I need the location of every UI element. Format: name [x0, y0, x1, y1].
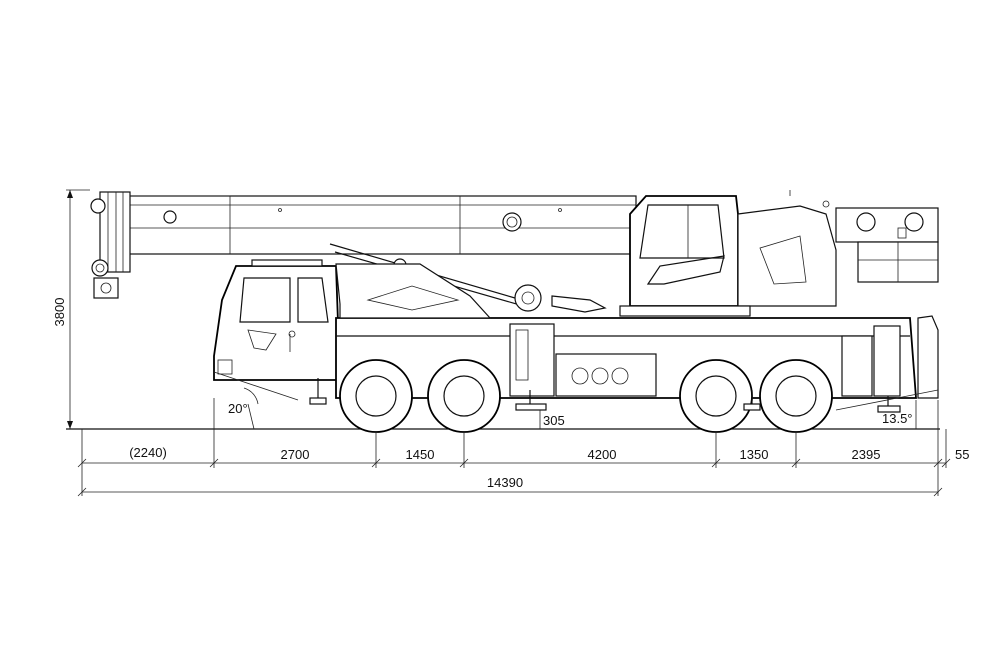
height-dimension: 3800: [52, 189, 90, 429]
departure-angle-label: 13.5°: [882, 411, 913, 426]
dimension-row-segments: (2240) 2700 1450 4200 1350 2395 55: [77, 445, 969, 468]
outrigger-front: [309, 378, 327, 405]
outrigger-mid: [515, 390, 547, 411]
height-label: 3800: [52, 298, 67, 327]
wheel-axle-2: [427, 359, 501, 433]
approach-angle-label: 20°: [228, 401, 248, 416]
segment-1-label: 2700: [281, 447, 310, 462]
outrigger-rear: [743, 390, 901, 413]
telescopic-boom: [115, 195, 637, 255]
approach-angle: 20°: [213, 371, 299, 430]
departure-angle: 13.5°: [835, 389, 939, 429]
dimension-row-total: 14390: [77, 475, 943, 497]
outrigger-height-dimension: 305: [539, 410, 565, 429]
wheel-axle-1: [339, 359, 413, 433]
superstructure: [619, 190, 939, 317]
boom-head-hook: [90, 191, 230, 299]
rear-gap-label: 55: [955, 447, 969, 462]
carrier-cab: [213, 259, 341, 381]
outrigger-height-label: 305: [543, 413, 565, 428]
segment-4-label: 1350: [740, 447, 769, 462]
segment-5-label: 2395: [852, 447, 881, 462]
front-overhang-label: (2240): [129, 445, 167, 460]
wheel-axle-3: [679, 359, 753, 433]
segment-2-label: 1450: [406, 447, 435, 462]
wheel-axle-4: [759, 359, 833, 433]
total-length-label: 14390: [487, 475, 523, 490]
segment-3-label: 4200: [588, 447, 617, 462]
